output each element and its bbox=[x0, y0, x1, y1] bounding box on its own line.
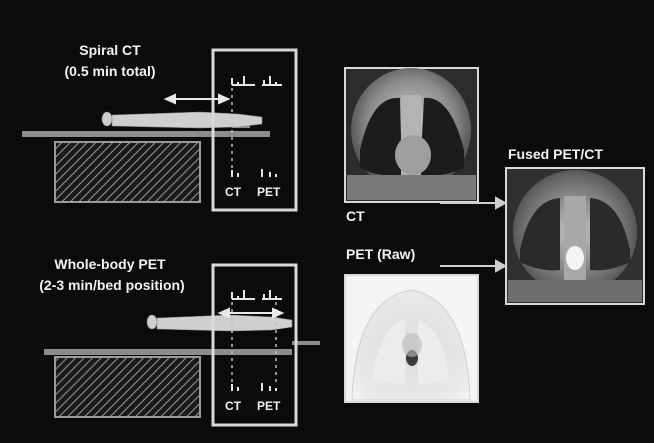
ct-gantry-label-pet: PET bbox=[257, 185, 280, 199]
ct-table-top bbox=[22, 131, 270, 137]
ct-image bbox=[345, 68, 478, 202]
pet-image bbox=[345, 275, 478, 402]
fused-image bbox=[506, 168, 644, 304]
pet-detector-marks bbox=[232, 290, 282, 391]
ct-section-title: Spiral CT bbox=[40, 42, 180, 59]
ct-table-base bbox=[55, 142, 200, 202]
pet-image-label: PET (Raw) bbox=[346, 246, 415, 263]
fused-image-label: Fused PET/CT bbox=[508, 146, 603, 163]
pet-table-base bbox=[55, 357, 200, 417]
ct-motion-arrow bbox=[166, 95, 228, 103]
pet-section-duration: (2-3 min/bed position) bbox=[12, 277, 212, 294]
pet-gantry-label-ct: CT bbox=[225, 399, 241, 413]
ct-patient-figure bbox=[102, 112, 262, 128]
ct-section-duration: (0.5 min total) bbox=[30, 63, 190, 80]
pet-patient-figure bbox=[147, 315, 292, 331]
pet-table-top bbox=[44, 349, 292, 355]
pet-section-title: Whole-body PET bbox=[30, 256, 190, 273]
pet-to-fused-arrow bbox=[440, 261, 505, 271]
pet-gantry-label-pet: PET bbox=[257, 399, 280, 413]
ct-gantry-label-ct: CT bbox=[225, 185, 241, 199]
ct-image-label: CT bbox=[346, 208, 365, 225]
